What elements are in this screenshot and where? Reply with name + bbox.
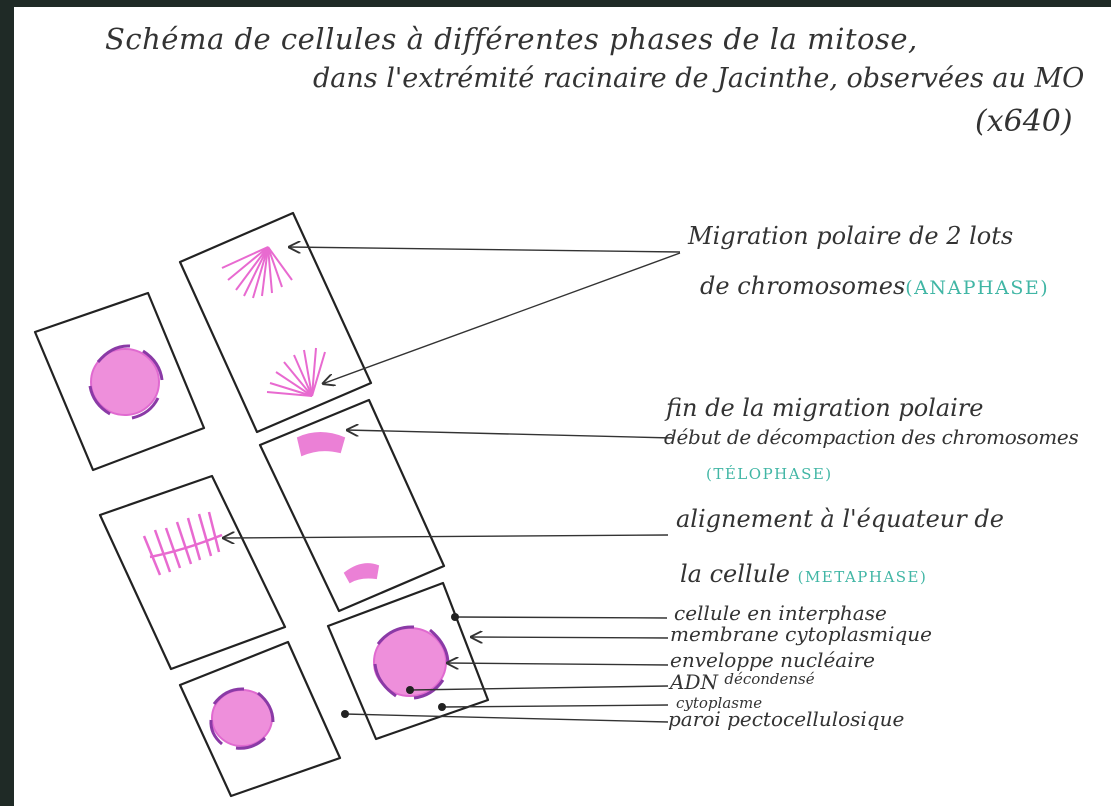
drawing-sheet — [14, 7, 1111, 806]
label-metaphase-line2: la cellule (METAPHASE) — [680, 560, 927, 588]
phase-telophase: (TÉLOPHASE) — [706, 465, 833, 483]
title-magnification: (x640) — [975, 104, 1073, 139]
label-metaphase-line1: alignement à l'équateur de — [676, 505, 1004, 533]
label-interphase: cellule en interphase — [674, 601, 887, 625]
telophase-chromosomes — [296, 432, 380, 584]
label-anaphase-text: de chromosomes — [700, 272, 906, 300]
arrow-membrane — [470, 637, 669, 638]
nucleus-top-left — [88, 344, 164, 420]
label-cytoplasm: cytoplasme — [676, 694, 763, 712]
anaphase-chromosomes-top — [221, 246, 293, 299]
arrow-telophase — [346, 430, 674, 439]
cell-interphase-top — [33, 291, 206, 472]
cell-interphase-bottom — [178, 640, 342, 798]
cell-telophase — [258, 398, 446, 613]
cell-metaphase — [98, 474, 287, 671]
nucleus-labelled — [373, 625, 450, 700]
arrow-metaphase — [222, 535, 669, 538]
phase-metaphase: (METAPHASE) — [797, 568, 928, 586]
title-line-2: dans l'extrémité racinaire de Jacinthe, … — [313, 63, 1085, 94]
title-line-1: Schéma de cellules à différentes phases … — [105, 22, 918, 56]
pointer-interphase — [454, 616, 668, 619]
label-telophase-line2: début de décompaction des chromosomes — [664, 425, 1079, 449]
label-adn: ADN décondensé — [670, 670, 815, 694]
label-adn-detail: décondensé — [724, 670, 815, 688]
arrow-anaphase-bottom — [322, 252, 681, 384]
pointer-wall — [344, 713, 669, 723]
label-metaphase-text: la cellule — [680, 560, 790, 588]
label-anaphase-line2: de chromosomes(ANAPHASE) — [700, 272, 1049, 300]
cell-interphase-labelled — [326, 581, 490, 741]
label-anaphase-line1: Migration polaire de 2 lots — [688, 222, 1014, 250]
pointer-adn — [409, 685, 669, 691]
cell-anaphase — [178, 211, 373, 434]
anaphase-chromosomes-bottom — [266, 347, 326, 397]
metaphase-chromosomes — [142, 511, 223, 576]
arrow-envelope — [446, 663, 669, 665]
label-telophase-line1: fin de la migration polaire — [666, 394, 984, 422]
label-adn-word: ADN — [670, 670, 718, 694]
phase-anaphase: (ANAPHASE) — [905, 277, 1050, 299]
pointer-cytoplasm — [441, 704, 669, 708]
nucleus-bottom — [209, 687, 275, 750]
label-wall: paroi pectocellulosique — [668, 707, 905, 731]
arrow-anaphase-top — [288, 247, 681, 252]
label-membrane: membrane cytoplasmique — [670, 622, 932, 646]
label-envelope: enveloppe nucléaire — [670, 648, 875, 672]
